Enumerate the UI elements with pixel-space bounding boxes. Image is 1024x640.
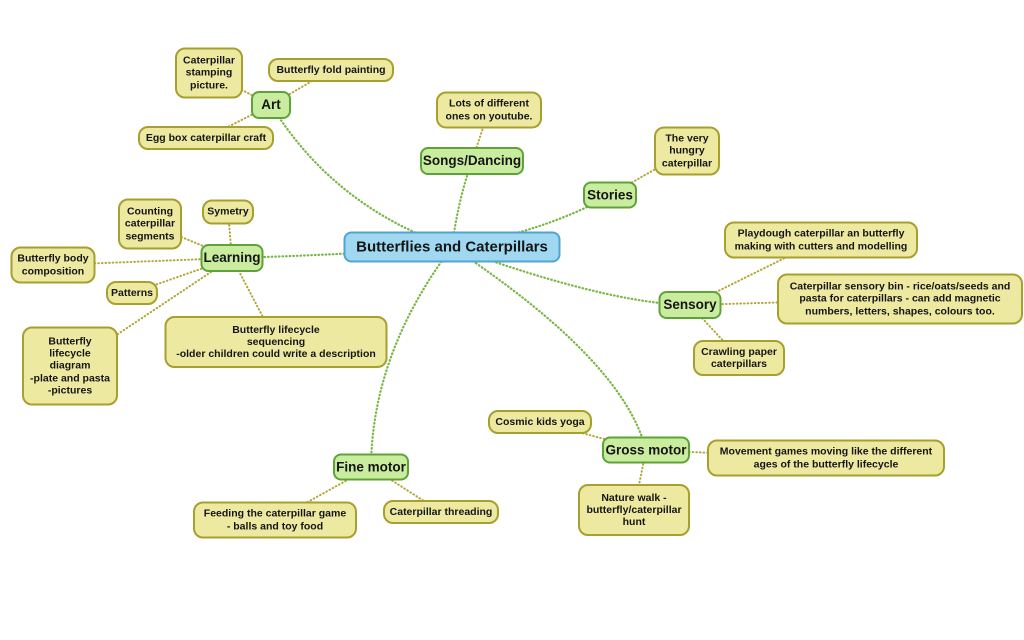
node-label-l-eggbox: Egg box caterpillar craft: [145, 131, 267, 144]
node-l-crawling[interactable]: Crawling paper caterpillars: [693, 340, 785, 376]
node-label-learning: Learning: [203, 250, 261, 266]
node-l-fold[interactable]: Butterfly fold painting: [268, 58, 394, 82]
edge-center-grossmotor: [450, 245, 648, 452]
node-label-l-youtube: Lots of different ones on youtube.: [445, 97, 533, 122]
node-label-center: Butterflies and Caterpillars: [356, 238, 548, 256]
node-l-patterns[interactable]: Patterns: [106, 281, 158, 305]
node-label-l-lifeseq: Butterfly lifecycle sequencing -older ch…: [176, 323, 376, 361]
node-label-l-bodycomp: Butterfly body composition: [17, 252, 89, 277]
node-label-l-crawling: Crawling paper caterpillars: [701, 345, 777, 370]
node-l-cosmic[interactable]: Cosmic kids yoga: [488, 410, 592, 434]
node-label-l-symetry: Symetry: [207, 205, 249, 218]
node-label-sensory: Sensory: [663, 297, 717, 313]
node-label-l-cosmic: Cosmic kids yoga: [495, 415, 585, 428]
node-l-threading[interactable]: Caterpillar threading: [383, 500, 499, 524]
node-l-lifeseq[interactable]: Butterfly lifecycle sequencing -older ch…: [164, 316, 388, 368]
node-grossmotor[interactable]: Gross motor: [602, 436, 690, 464]
node-label-l-nature: Nature walk - butterfly/caterpillar hunt: [586, 491, 682, 529]
edge-center-finemotor: [369, 245, 454, 469]
node-l-symetry[interactable]: Symetry: [202, 199, 254, 225]
node-label-stories: Stories: [587, 187, 633, 203]
node-finemotor[interactable]: Fine motor: [333, 453, 409, 481]
node-songs[interactable]: Songs/Dancing: [420, 147, 524, 175]
node-l-stamping[interactable]: Caterpillar stamping picture.: [175, 47, 243, 99]
node-l-movement[interactable]: Movement games moving like the different…: [707, 439, 945, 477]
node-l-youtube[interactable]: Lots of different ones on youtube.: [436, 91, 542, 129]
node-l-bodycomp[interactable]: Butterfly body composition: [10, 246, 96, 284]
node-label-finemotor: Fine motor: [336, 459, 406, 475]
node-l-eggbox[interactable]: Egg box caterpillar craft: [138, 126, 274, 150]
node-label-l-counting: Counting caterpillar segments: [124, 205, 176, 243]
node-label-l-hungry: The very hungry caterpillar: [661, 132, 713, 170]
node-l-counting[interactable]: Counting caterpillar segments: [118, 198, 182, 250]
node-label-l-feeding: Feeding the caterpillar game - balls and…: [203, 507, 347, 532]
node-sensory[interactable]: Sensory: [658, 291, 722, 319]
node-l-playdough[interactable]: Playdough caterpillar an butterfly makin…: [724, 221, 918, 259]
node-center[interactable]: Butterflies and Caterpillars: [343, 231, 561, 263]
node-art[interactable]: Art: [251, 91, 291, 119]
node-label-art: Art: [261, 97, 281, 113]
node-l-sensorybin[interactable]: Caterpillar sensory bin - rice/oats/seed…: [777, 273, 1023, 325]
node-label-l-playdough: Playdough caterpillar an butterfly makin…: [734, 227, 908, 252]
node-stories[interactable]: Stories: [583, 181, 637, 209]
node-label-l-movement: Movement games moving like the different…: [719, 445, 933, 470]
node-label-l-patterns: Patterns: [111, 286, 154, 299]
node-l-feeding[interactable]: Feeding the caterpillar game - balls and…: [193, 501, 357, 539]
node-label-l-sensorybin: Caterpillar sensory bin - rice/oats/seed…: [789, 280, 1011, 318]
node-label-l-fold: Butterfly fold painting: [276, 63, 386, 76]
node-l-nature[interactable]: Nature walk - butterfly/caterpillar hunt: [578, 484, 690, 536]
node-label-l-lifediagram: Butterfly lifecycle diagram -plate and p…: [30, 335, 110, 397]
node-label-l-threading: Caterpillar threading: [389, 505, 493, 518]
node-label-grossmotor: Gross motor: [605, 442, 687, 458]
node-learning[interactable]: Learning: [200, 244, 264, 272]
node-l-lifediagram[interactable]: Butterfly lifecycle diagram -plate and p…: [22, 326, 118, 406]
node-label-l-stamping: Caterpillar stamping picture.: [183, 54, 235, 92]
node-l-hungry[interactable]: The very hungry caterpillar: [654, 126, 720, 176]
node-label-songs: Songs/Dancing: [422, 153, 522, 169]
